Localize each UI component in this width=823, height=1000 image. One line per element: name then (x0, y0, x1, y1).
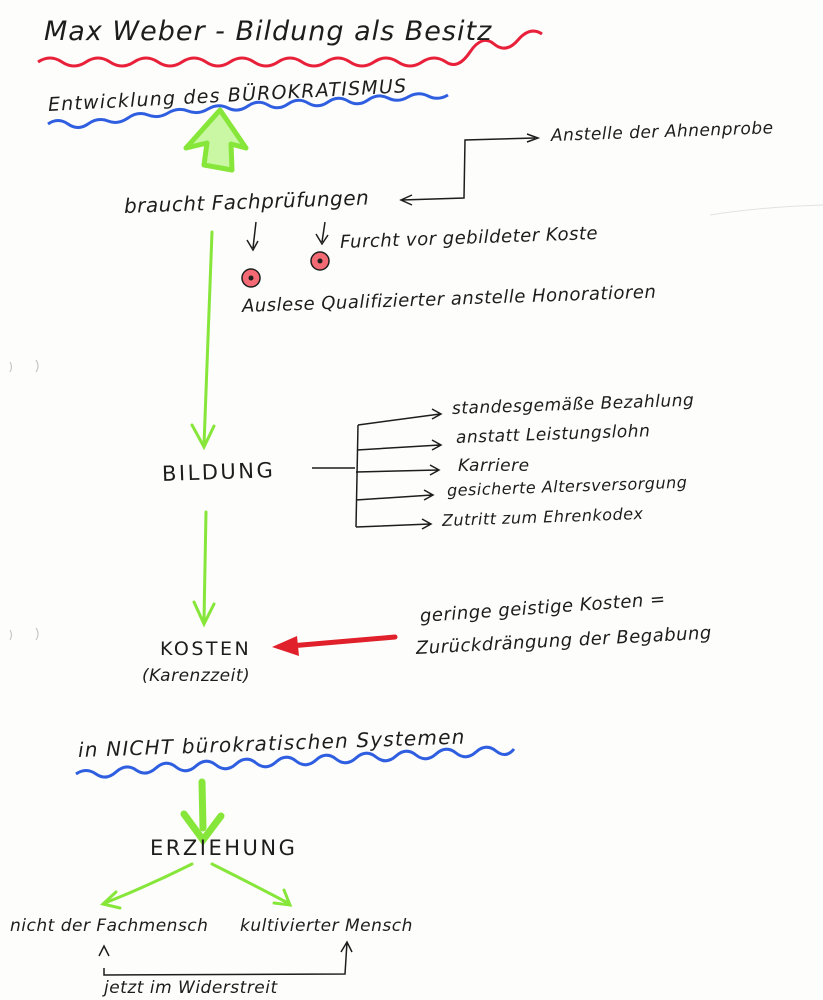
green-arrow-to-kosten (192, 510, 216, 628)
green-up-arrow (183, 107, 249, 173)
section2-blue-underline (75, 745, 516, 779)
arrow-to-dot2 (315, 221, 329, 246)
green-arrow-to-erziehung (180, 778, 225, 846)
label-karenzzeit: (Karenzzeit) (142, 666, 251, 686)
node-bildung: BILDUNG (161, 458, 276, 486)
node-erziehung: ERZIEHUNG (150, 836, 298, 860)
widerstreit-bracket (98, 940, 353, 976)
red-arrowhead (272, 636, 299, 656)
ahnenprobe-bracket (401, 137, 536, 201)
green-arrow-to-fachmensch (99, 862, 194, 910)
title-red-underline (37, 29, 543, 68)
label-kultivierter-mensch: kultivierter Mensch (240, 916, 413, 936)
bildung-branch-connector (312, 424, 359, 528)
page-title: Max Weber - Bildung als Besitz (44, 16, 493, 47)
label-fachmensch: nicht der Fachmensch (10, 916, 209, 936)
bildung-branch-3: Karriere (458, 456, 530, 476)
node-kosten: KOSTEN (160, 638, 252, 660)
arrow-to-dot1 (246, 221, 259, 252)
red-arrow-to-kosten (287, 634, 398, 649)
green-arrow-to-kultivierter (210, 862, 293, 907)
section1-blue-underline (47, 92, 449, 129)
label-widerstreit: jetzt im Widerstreit (104, 978, 278, 998)
green-arrow-to-bildung (190, 230, 216, 451)
